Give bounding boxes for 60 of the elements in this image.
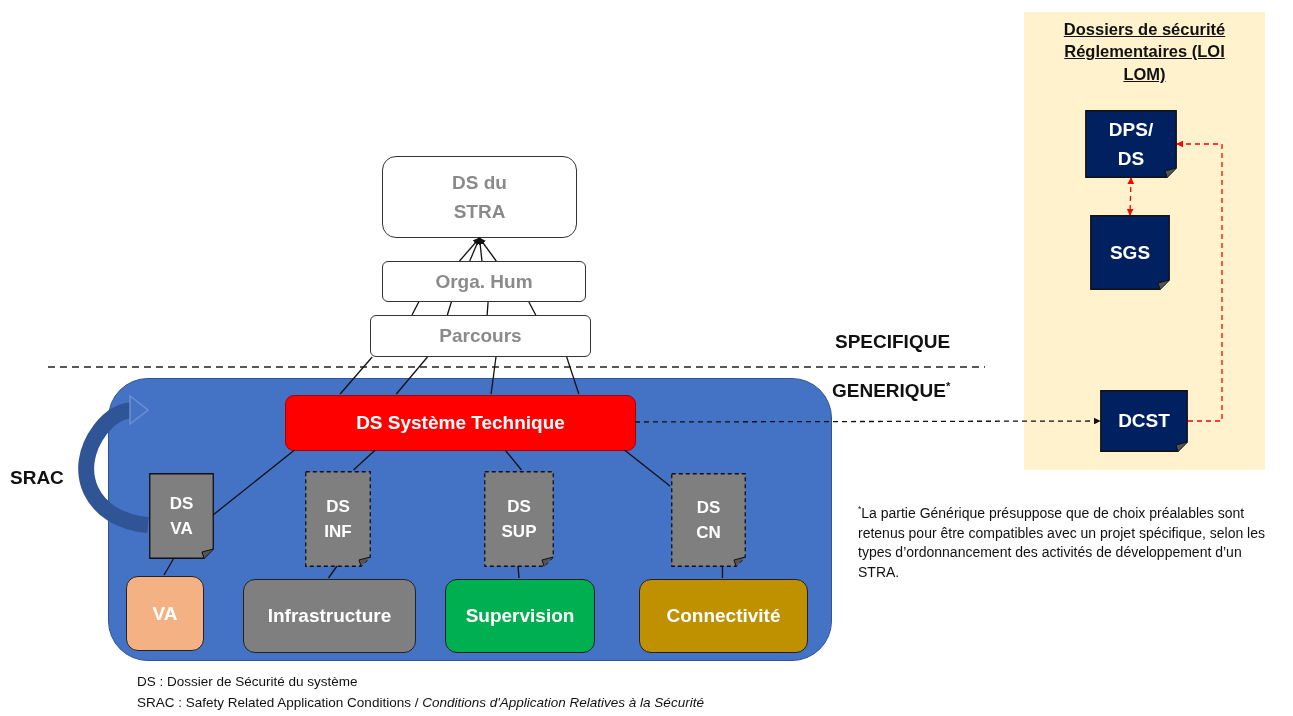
legend-note: DS : Dossier de Sécurité du système [137,673,358,691]
document-shape [484,471,554,567]
subsystem-box [639,579,808,653]
subsystem-box [445,579,595,653]
document-shape [1085,110,1177,178]
subsystem-box [126,576,204,651]
connector [395,356,429,395]
document-shape [1090,215,1170,290]
process-box [370,315,591,357]
connector [721,565,724,579]
connector [634,417,1101,425]
process-box [285,395,636,451]
connector [490,356,497,395]
document-shape [149,473,214,559]
section-label: GENERIQUE$^{*}$ [832,378,951,403]
node-label: Orga. Hum [435,269,533,294]
node-label: Parcours [439,324,522,349]
connector [458,237,481,262]
connector [528,301,537,316]
connector [163,557,175,576]
node-label: DCST [1117,409,1171,434]
legend-note: SRAC : Safety Related Application Conditions / Conditions d'Application Relatives à la Sécurité [137,694,704,712]
node-label: Supervision [465,605,575,627]
connector [212,449,296,516]
document-shape [1100,390,1188,452]
section-label: SPECIFIQUE [835,330,951,354]
node-label: DS SUP [500,495,538,543]
node-label: DS du STRA [451,170,508,224]
process-box [382,156,577,238]
node-label: DPS/ DS [1107,117,1155,171]
connector [486,301,489,316]
regulatory-panel [1024,12,1265,470]
node-label: DS INF [323,495,353,543]
document-shape [305,471,371,567]
subsystem-box [243,579,416,653]
connector [327,565,338,579]
node-label: VA [152,602,178,625]
node-label: DS Système Technique [356,412,565,434]
connector [623,449,671,487]
connector [1126,177,1135,216]
connector [517,565,520,579]
document-shape [671,473,746,567]
connector [504,449,523,471]
connector [352,449,376,471]
side-label: SRAC [10,466,64,490]
node-label: Connectivité [666,605,781,627]
panel-heading: Dossiers de sécurité Réglementaires (LOI LOM) [1062,19,1227,85]
process-box [382,261,586,302]
footnote: $^{*}$La partie Générique présuppose que de choix préalables sont retenus pour être compatibles avec un projet spécifique, selon les types d’ordonnancement des activités de développement d’un STRA. [858,504,1266,582]
node-label: SGS [1108,240,1152,265]
connector [411,301,420,316]
node-label: Infrastructure [267,605,392,627]
generic-panel [108,378,832,661]
node-label: DS CN [695,496,722,544]
connector [446,301,452,316]
connector [339,356,373,395]
node-label: DS VA [168,492,195,540]
connector [1176,140,1223,422]
connector [478,237,497,262]
connector [566,356,580,395]
